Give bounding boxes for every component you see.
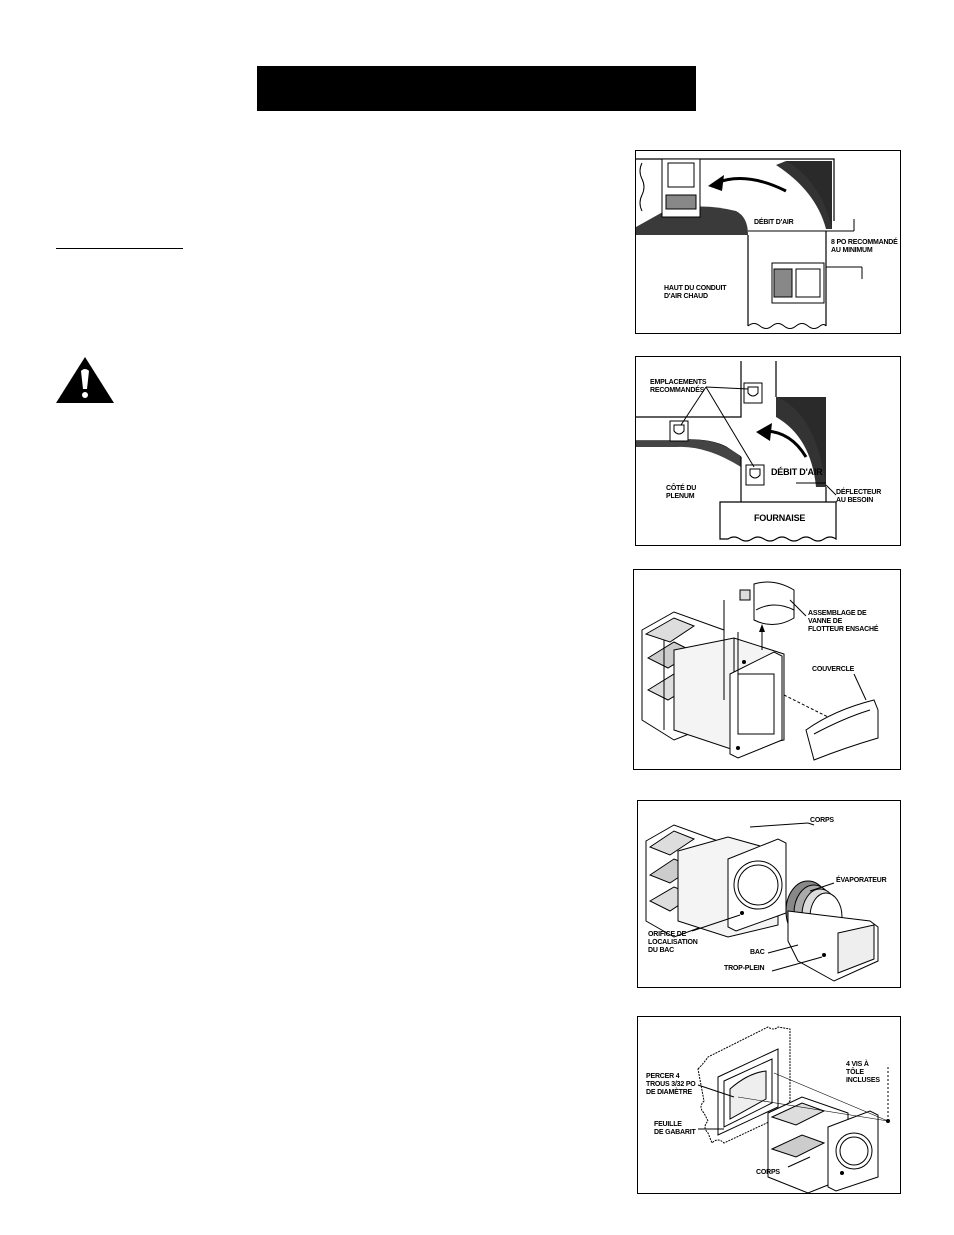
fig1-airflow-label: DÉBIT D'AIR	[754, 219, 794, 226]
figure-body-evaporator-tray: CORPS ÉVAPORATEUR ORIFICE DE LOCALISATIO…	[637, 800, 901, 988]
fig2-airflow-label: DÉBIT D'AIR	[771, 467, 823, 477]
fig3-valve-assembly-label: ASSEMBLAGE DE VANNE DE FLOTTEUR ENSACHÉ	[808, 610, 879, 633]
underline-rule	[56, 248, 183, 249]
fig4-locating-hole-label: ORIFICE DE LOCALISATION DU BAC	[648, 931, 698, 954]
section-header-bar	[257, 66, 696, 111]
fig2-locations-label: EMPLACEMENTS RECOMMANDÉS	[650, 379, 707, 394]
fig5-body-label: CORPS	[756, 1169, 780, 1176]
figure-duct-airflow: DÉBIT D'AIR 8 PO RECOMMANDÉ AU MINIMUM H…	[635, 150, 901, 334]
fig5-drill-label: PERCER 4 TROUS 3/32 PO DE DIAMÈTRE	[646, 1073, 696, 1096]
fig4-evaporator-label: ÉVAPORATEUR	[836, 877, 887, 884]
fig2-furnace-label: FOURNAISE	[754, 513, 806, 523]
figure-template-mounting: PERCER 4 TROUS 3/32 PO DE DIAMÈTRE 4 VIS…	[637, 1016, 901, 1194]
fig1-recommended-label: 8 PO RECOMMANDÉ AU MINIMUM	[831, 239, 898, 254]
fig4-overflow-label: TROP-PLEIN	[724, 965, 765, 972]
fig5-screws-label: 4 VIS À TÔLE INCLUSES	[846, 1061, 880, 1084]
fig5-template-label: FEUILLE DE GABARIT	[654, 1121, 696, 1136]
figure-valve-cover-assembly: ASSEMBLAGE DE VANNE DE FLOTTEUR ENSACHÉ …	[633, 569, 901, 770]
warning-triangle-icon	[56, 357, 114, 403]
figure-recommended-locations: EMPLACEMENTS RECOMMANDÉS DÉBIT D'AIR CÔT…	[635, 356, 901, 546]
fig2-plenum-side-label: CÔTÉ DU PLENUM	[666, 485, 697, 500]
fig4-body-label: CORPS	[810, 817, 834, 824]
fig1-top-duct-label: HAUT DU CONDUIT D'AIR CHAUD	[664, 285, 727, 300]
fig3-cover-label: COUVERCLE	[812, 666, 855, 673]
fig2-deflector-label: DÉFLECTEUR AU BESOIN	[836, 489, 882, 504]
fig4-tray-label: BAC	[750, 949, 765, 956]
